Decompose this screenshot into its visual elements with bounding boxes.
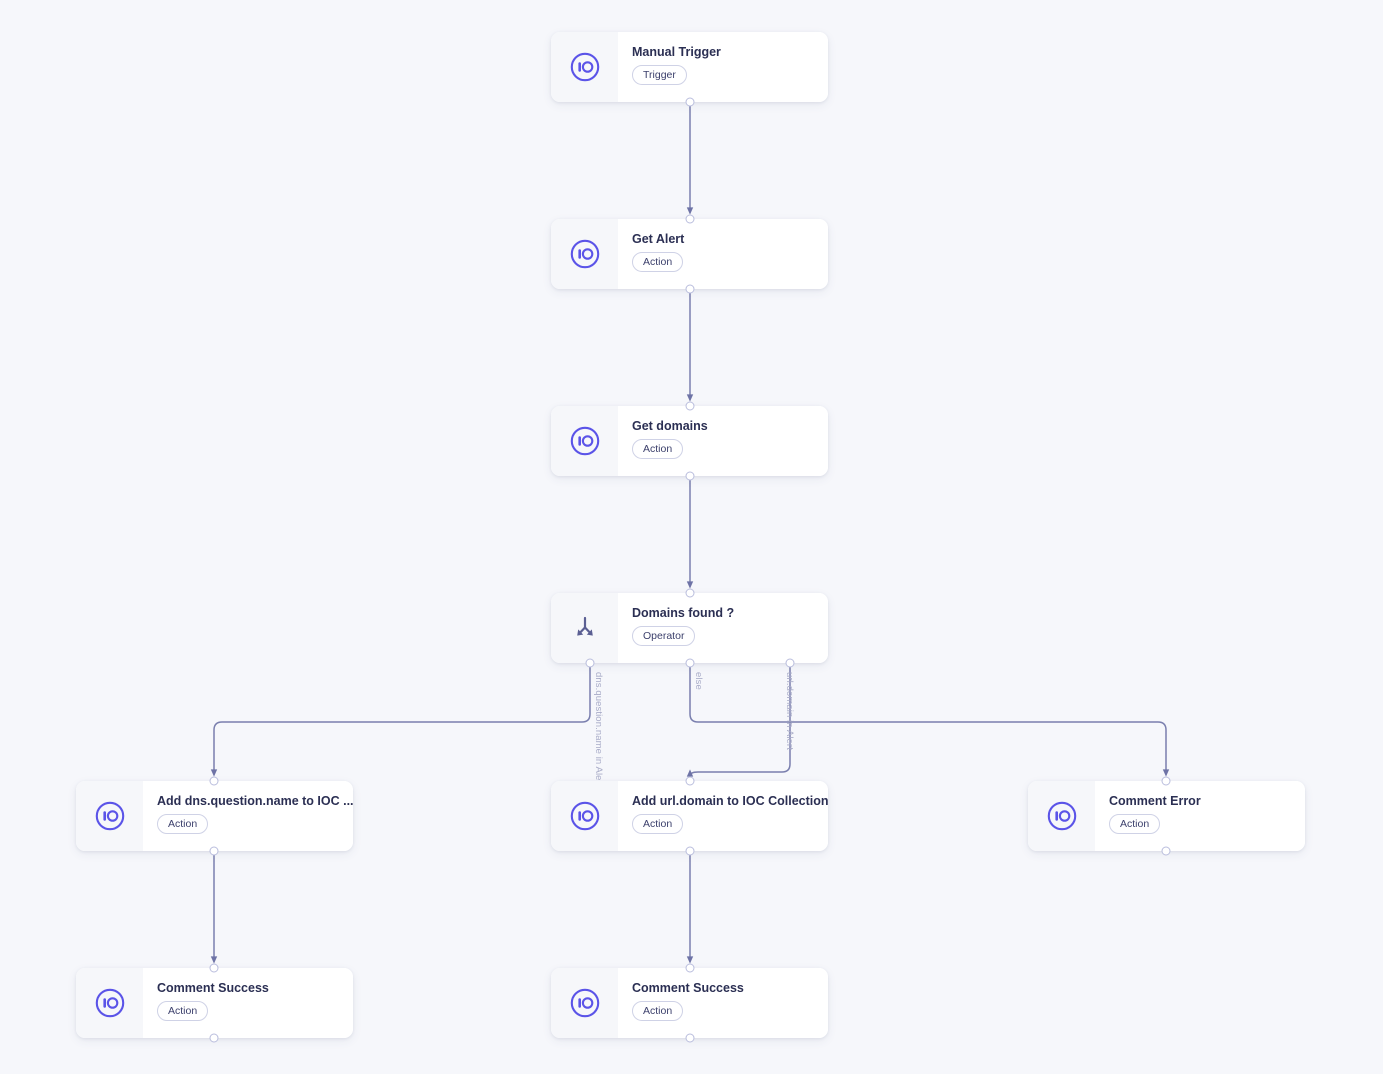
node-domains-found[interactable]: Domains found ? Operator [551,588,828,668]
edge-domains-found-to-add-dns-question [210,663,591,777]
edge-domains-found-to-comment-error [689,663,1170,777]
io-logo-icon [570,801,599,831]
node-body: Add dns.question.name to IOC ... Action [143,781,353,851]
node-body: Manual Trigger Trigger [618,32,828,102]
node-badge: Operator [632,626,696,646]
node-badge: Action [632,1001,684,1021]
node-title: Domains found ? [632,606,735,620]
io-logo-icon [570,426,599,456]
node-get-domains[interactable]: Get domains Action [551,401,828,481]
output-port[interactable] [1161,846,1171,856]
edge-label-url-domain: url.domain in Alert [784,672,795,750]
node-body: Domains found ? Operator [618,593,828,663]
output-port-else[interactable] [685,658,695,668]
output-port-dns-question[interactable] [585,658,595,668]
branch-icon [576,616,593,636]
node-badge: Action [632,439,684,459]
node-body: Comment Error Action [1095,781,1305,851]
node-icon-panel [76,968,143,1038]
edge-label-dns-question-name: dns.question.name in Ale [593,672,604,781]
node-title: Get domains [632,419,708,433]
io-logo-icon [570,239,599,269]
node-badge: Trigger [632,65,687,85]
node-body: Get Alert Action [618,219,828,289]
input-port[interactable] [685,963,695,973]
edge-domains-found-to-add-url-domain [686,663,791,777]
node-get-alert[interactable]: Get Alert Action [551,214,828,294]
node-body: Add url.domain to IOC Collection Action [618,781,828,851]
input-port[interactable] [209,776,219,786]
output-port[interactable] [685,284,695,294]
node-badge: Action [632,252,684,272]
io-logo-icon [570,988,599,1018]
input-port[interactable] [685,401,695,411]
node-icon-panel [551,593,618,663]
node-body: Comment Success Action [143,968,353,1038]
node-badge: Action [1109,814,1161,834]
node-title: Add url.domain to IOC Collection [632,794,828,808]
output-port[interactable] [209,1033,219,1043]
node-body: Get domains Action [618,406,828,476]
edge-label-else: else [693,672,704,690]
output-port[interactable] [685,471,695,481]
input-port[interactable] [685,776,695,786]
node-icon-panel [551,32,618,102]
io-logo-icon [95,801,124,831]
input-port[interactable] [1161,776,1171,786]
node-comment-success-left[interactable]: Comment Success Action [76,963,353,1043]
node-comment-error[interactable]: Comment Error Action [1028,776,1305,856]
io-logo-icon [95,988,124,1018]
node-badge: Action [157,814,209,834]
node-title: Add dns.question.name to IOC ... [157,794,353,808]
node-icon-panel [551,781,618,851]
input-port[interactable] [685,214,695,224]
node-add-dns-question[interactable]: Add dns.question.name to IOC ... Action [76,776,353,856]
output-port[interactable] [209,846,219,856]
output-port[interactable] [685,1033,695,1043]
node-title: Comment Success [632,981,744,995]
node-icon-panel [551,219,618,289]
node-badge: Action [157,1001,209,1021]
node-icon-panel [551,968,618,1038]
node-icon-panel [76,781,143,851]
input-port[interactable] [685,588,695,598]
io-logo-icon [570,52,599,82]
io-logo-icon [1047,801,1076,831]
node-icon-panel [1028,781,1095,851]
node-add-url-domain[interactable]: Add url.domain to IOC Collection Action [551,776,828,856]
node-title: Get Alert [632,232,685,246]
node-icon-panel [551,406,618,476]
node-title: Manual Trigger [632,45,721,59]
node-manual-trigger[interactable]: Manual Trigger Trigger [551,32,828,107]
node-title: Comment Success [157,981,269,995]
node-comment-success-middle[interactable]: Comment Success Action [551,963,828,1043]
output-port[interactable] [685,97,695,107]
node-badge: Action [632,814,684,834]
input-port[interactable] [209,963,219,973]
output-port[interactable] [685,846,695,856]
node-title: Comment Error [1109,794,1201,808]
node-body: Comment Success Action [618,968,828,1038]
output-port-url-domain[interactable] [785,658,795,668]
